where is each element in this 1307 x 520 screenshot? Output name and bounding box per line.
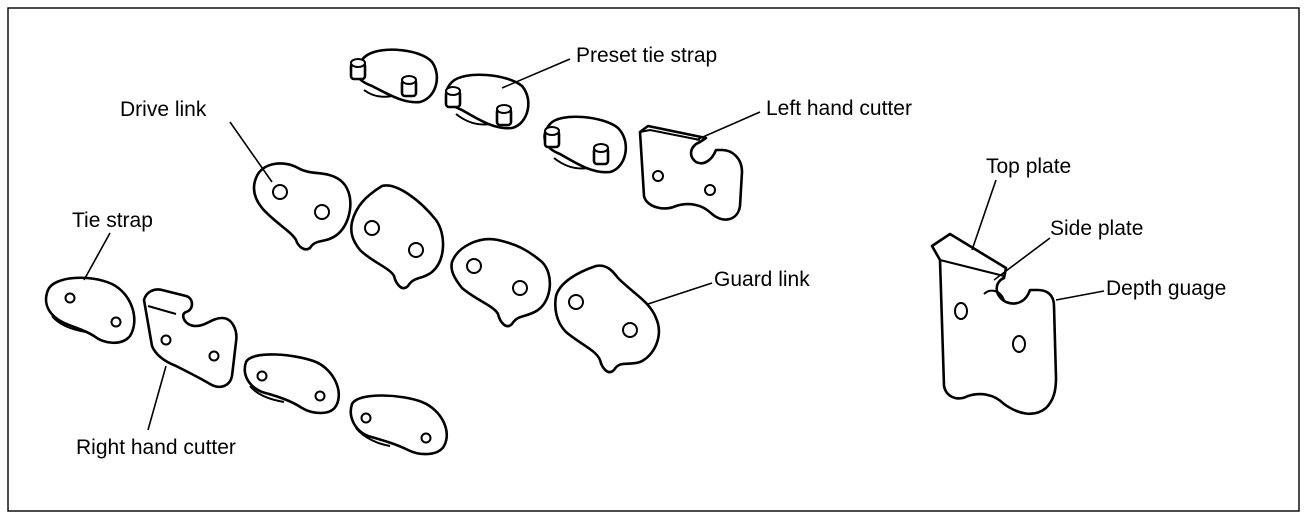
drive-link-1 (252, 162, 352, 251)
drive-link-3 (450, 237, 552, 328)
leader-side-plate (993, 237, 1051, 281)
label-tie-strap: Tie strap (72, 209, 153, 232)
leader-drive-link (229, 121, 273, 183)
tie-strap-3 (349, 394, 449, 456)
label-preset-tie-strap: Preset tie strap (576, 44, 717, 67)
label-right-hand-cutter: Right hand cutter (76, 436, 236, 459)
tie-strap-1 (44, 276, 136, 345)
leader-right-hand-cutter (147, 365, 167, 431)
cutter-detail (930, 232, 1058, 416)
guard-link (554, 264, 661, 374)
diagram-frame (7, 7, 1300, 512)
label-left-hand-cutter: Left hand cutter (766, 97, 912, 120)
leader-guard-link (647, 282, 713, 305)
drive-link-2 (349, 184, 445, 290)
leader-top-plate (971, 179, 997, 251)
label-top-plate: Top plate (986, 155, 1071, 178)
leader-tie-strap (83, 232, 111, 281)
leader-preset-tie-strap (501, 58, 571, 89)
preset-tie-strap-1 (349, 48, 439, 104)
left-hand-cutter (638, 124, 744, 221)
label-depth-guage: Depth guage (1106, 277, 1226, 300)
leader-left-hand-cutter (695, 111, 761, 141)
leader-depth-guage (1055, 290, 1105, 301)
preset-tie-strap-2 (444, 73, 530, 130)
preset-tie-strap-3 (543, 115, 628, 174)
right-hand-cutter (142, 288, 238, 389)
label-drive-link: Drive link (120, 98, 207, 121)
tie-strap-2 (243, 353, 341, 415)
label-side-plate: Side plate (1050, 217, 1143, 240)
label-guard-link: Guard link (714, 268, 810, 291)
